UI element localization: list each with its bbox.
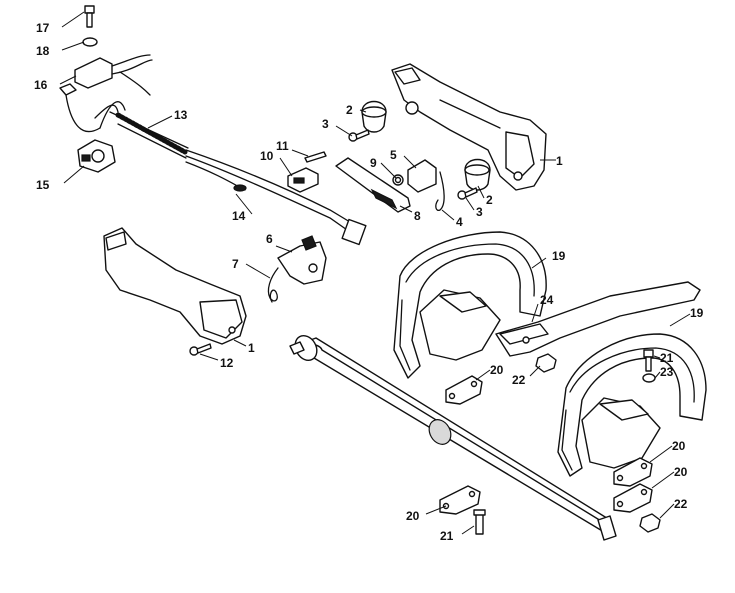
callout-19-left: 19 (552, 249, 566, 263)
handle-housing-1-lower (103, 227, 247, 345)
callout-11: 11 (276, 139, 289, 153)
callout-23: 23 (660, 365, 674, 379)
screw-21-upper (643, 349, 654, 372)
screw-17 (84, 5, 95, 28)
callout-16: 16 (34, 78, 48, 92)
screw-21-lower (473, 509, 486, 535)
screw-12 (189, 343, 212, 356)
callout-24: 24 (540, 293, 554, 307)
callout-19-right: 19 (690, 306, 704, 320)
callout-14: 14 (232, 209, 246, 223)
clamp-20-c (613, 483, 653, 513)
drive-shaft-tube (289, 334, 617, 541)
callout-3-upper: 3 (322, 117, 329, 131)
loop-handle-19-right (557, 333, 707, 477)
callout-21-lower: 21 (440, 529, 454, 543)
callout-17: 17 (36, 21, 50, 35)
loop-handle-19-left (393, 231, 547, 379)
callout-3-lower: 3 (476, 205, 483, 219)
lever-5 (407, 159, 437, 193)
callout-2-upper: 2 (346, 103, 353, 117)
nut-22-upper (535, 353, 557, 373)
spring-7 (267, 267, 279, 303)
spring-9 (392, 174, 404, 186)
switch-housing-15 (77, 139, 116, 173)
housing-6 (277, 235, 327, 285)
callout-22-lower: 22 (674, 497, 688, 511)
callout-1-lower: 1 (248, 341, 255, 355)
callout-18: 18 (36, 44, 50, 58)
trigger-8 (335, 157, 411, 213)
callout-20-d: 20 (406, 509, 420, 523)
callout-6: 6 (266, 232, 273, 246)
washer-18 (82, 37, 98, 47)
callout-13: 13 (174, 108, 188, 122)
callout-20-c: 20 (674, 465, 688, 479)
callout-22-upper: 22 (512, 373, 526, 387)
nut-22-lower (639, 513, 661, 533)
slide-10 (287, 167, 319, 193)
callout-12: 12 (220, 356, 234, 370)
callout-20-a: 20 (490, 363, 504, 377)
callout-labels: 17 18 16 15 13 14 10 11 2 3 5 9 8 4 3 2 … (34, 21, 704, 543)
washer-23 (642, 373, 656, 383)
callout-1-upper: 1 (556, 154, 563, 168)
clamp-20-b (613, 457, 653, 487)
spring-11 (304, 151, 327, 163)
callout-9: 9 (370, 156, 377, 170)
callout-20-b: 20 (672, 439, 686, 453)
callout-8: 8 (414, 209, 421, 223)
clamp-2-upper (361, 100, 387, 133)
clamp-20-a (445, 375, 483, 405)
spring-4 (435, 171, 445, 212)
callout-7: 7 (232, 257, 239, 271)
clamp-20-d (439, 485, 481, 515)
callout-5: 5 (390, 148, 397, 162)
callout-2-lower: 2 (486, 193, 493, 207)
callout-4: 4 (456, 215, 463, 229)
switch-16 (59, 54, 153, 133)
handle-housing-1-upper (391, 63, 547, 191)
leader-lines (59, 11, 691, 535)
callout-15: 15 (36, 178, 50, 192)
clamp-2-lower (464, 158, 491, 191)
screw-3-lower (457, 187, 478, 200)
callout-21-upper: 21 (660, 351, 674, 365)
callout-10: 10 (260, 149, 274, 163)
bracket-24 (495, 281, 701, 357)
stop-cable-14 (185, 161, 247, 192)
throttle-cable-13 (94, 101, 367, 246)
